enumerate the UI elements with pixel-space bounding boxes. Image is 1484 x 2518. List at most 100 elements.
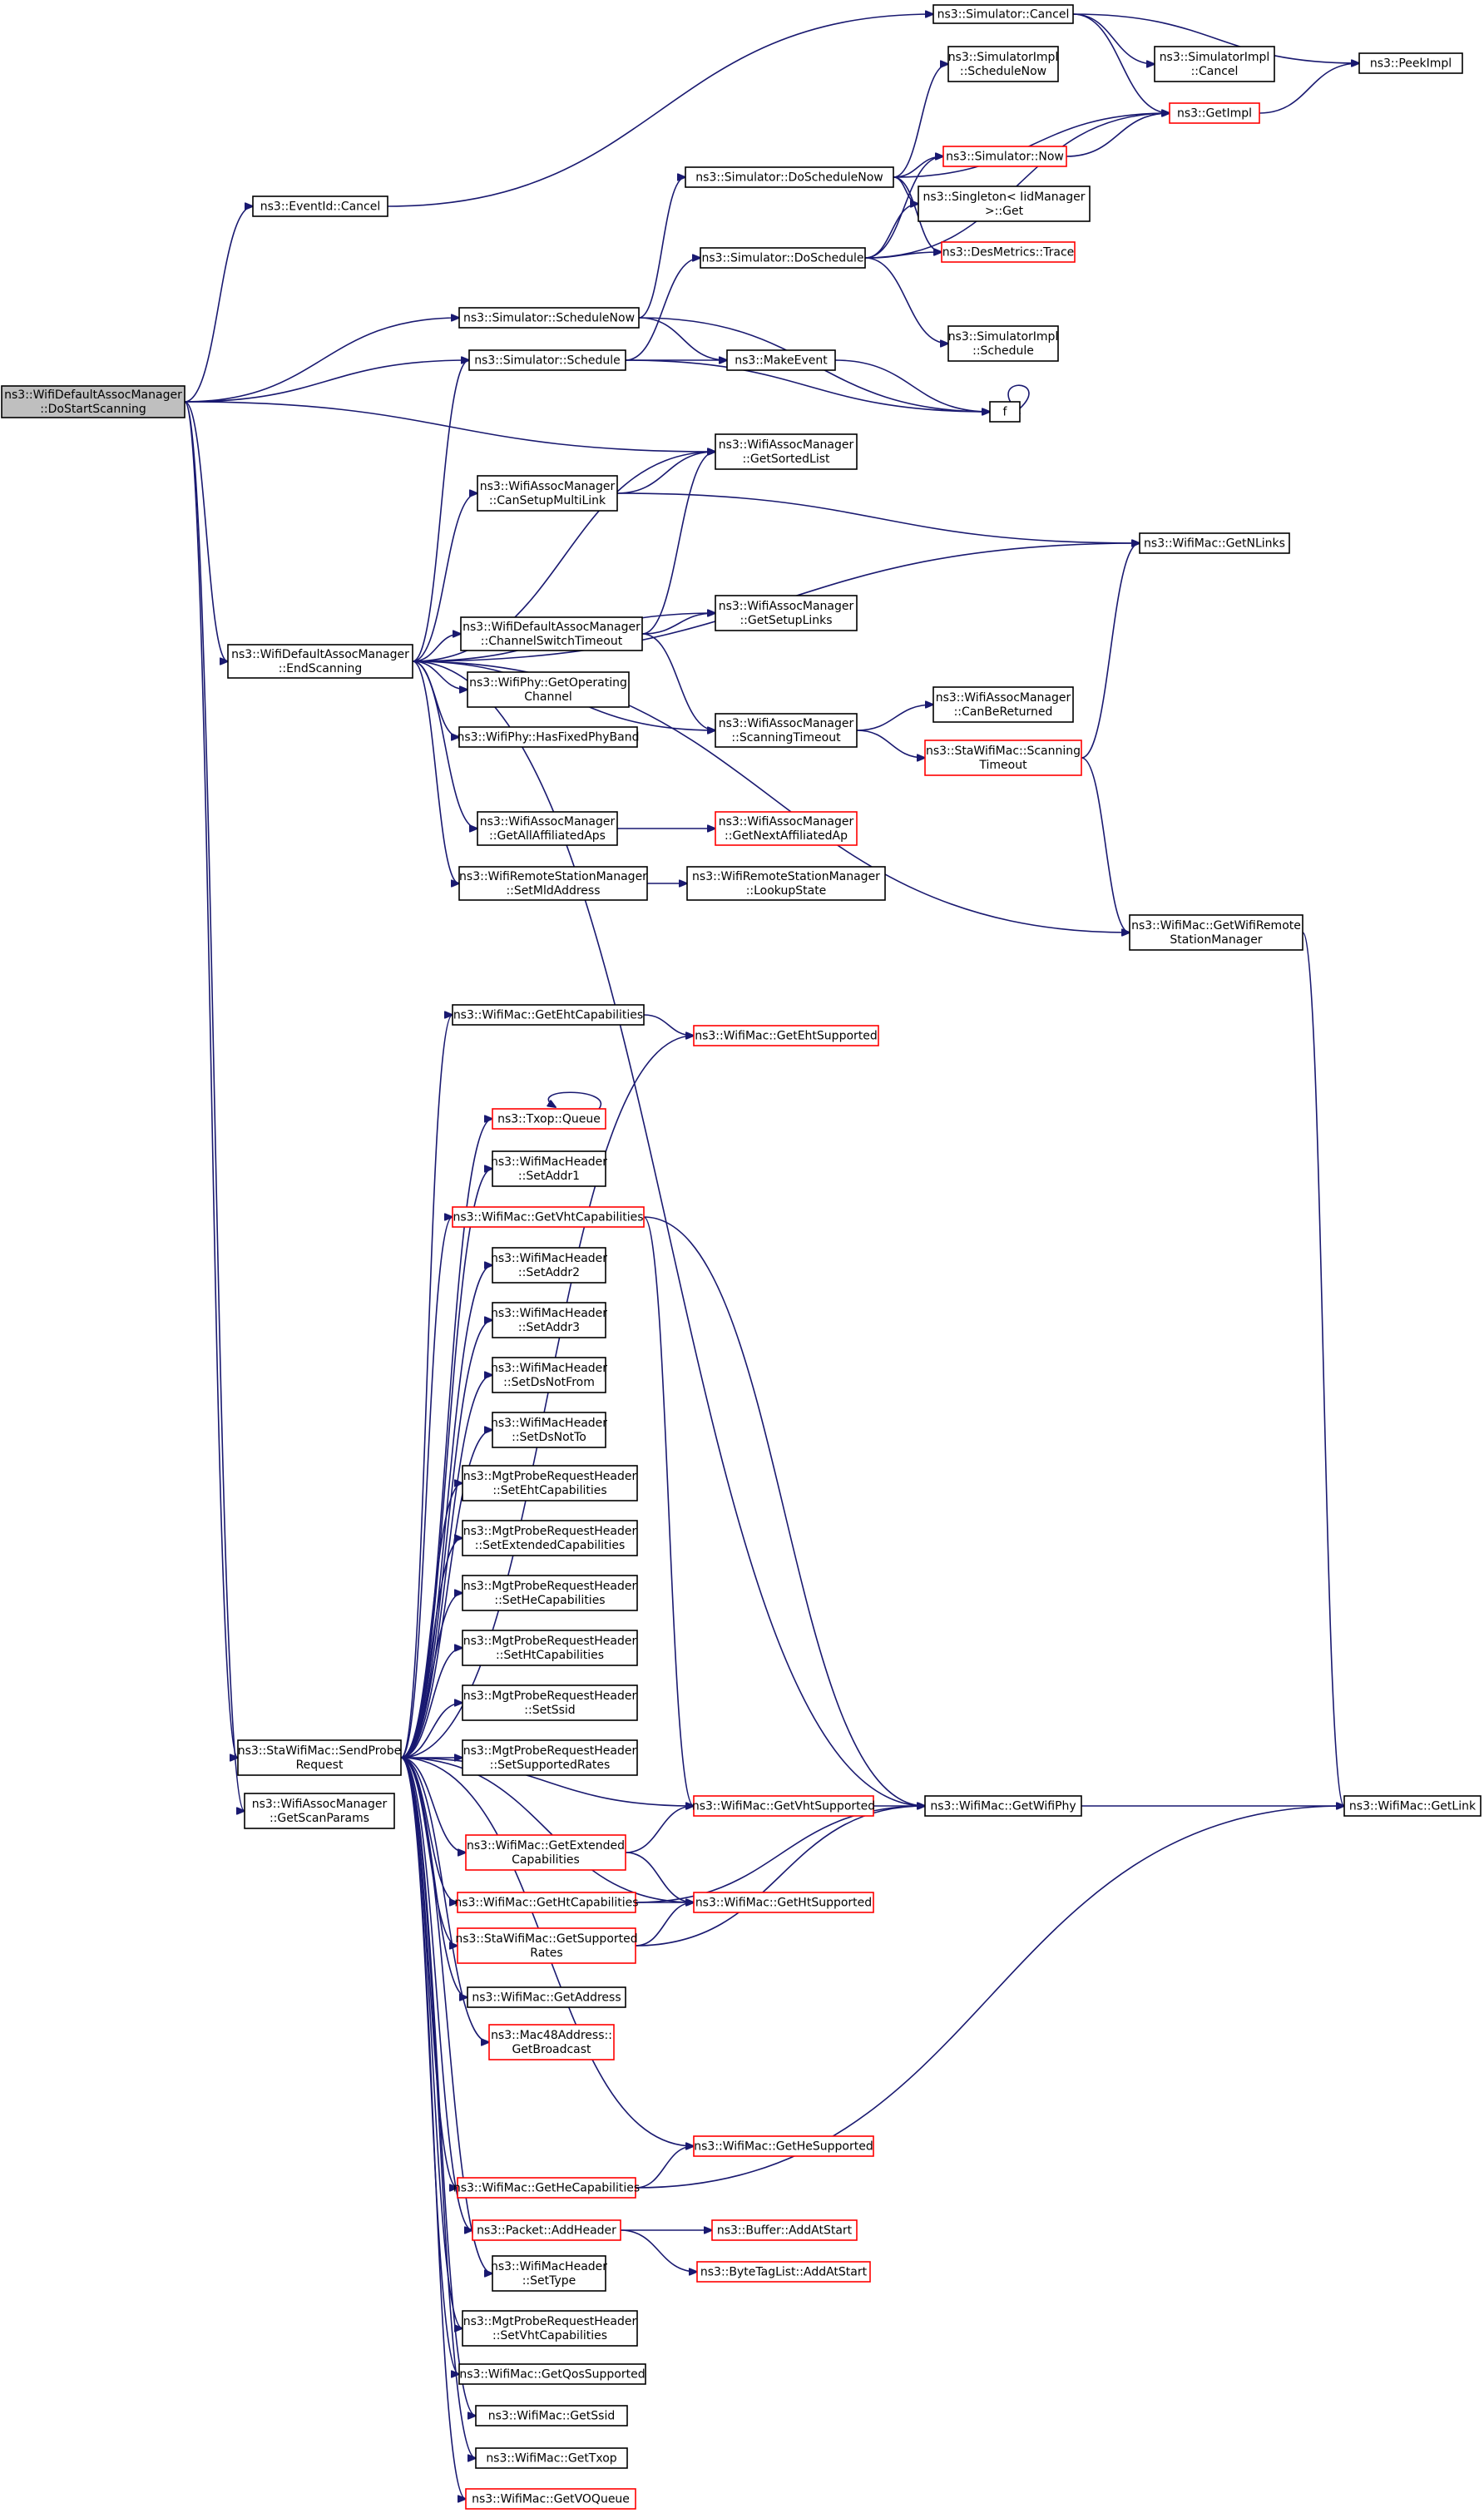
node-getlink[interactable]: ns3::WifiMac::GetLink [1343,1795,1482,1817]
node-setdsnotto[interactable]: ns3::WifiMacHeader::SetDsNotTo [491,1412,607,1448]
node-setvhtcaps[interactable]: ns3::MgtProbeRequestHeader::SetVhtCapabi… [462,2310,638,2347]
edge-sendprobe-to-getehtcap [400,1015,453,1759]
node-getssid[interactable]: ns3::WifiMac::GetSsid [475,2405,628,2426]
node-box [467,1986,626,2008]
node-box [693,2135,874,2157]
node-lookup[interactable]: ns3::WifiRemoteStationManager::LookupSta… [686,866,886,901]
node-setaddr1[interactable]: ns3::WifiMacHeader::SetAddr1 [491,1150,607,1187]
node-stascantimeout[interactable]: ns3::StaWifiMac::ScanningTimeout [924,740,1082,776]
node-setssid[interactable]: ns3::MgtProbeRequestHeader::SetSsid [462,1684,638,1721]
node-label-line: ns3::WifiAssocManager [480,815,616,829]
node-label-line: ns3::WifiAssocManager [719,717,854,730]
node-implsched[interactable]: ns3::SimulatorImpl::Schedule [947,325,1059,362]
node-peekimpl[interactable]: ns3::PeekImpl [1358,52,1463,74]
edge-chanswitch-to-setuplinks [641,613,715,635]
node-setmld[interactable]: ns3::WifiRemoteStationManager::SetMldAdd… [458,866,648,901]
node-setaddr3[interactable]: ns3::WifiMacHeader::SetAddr3 [491,1302,607,1338]
node-getimpl[interactable]: ns3::GetImpl [1169,102,1260,124]
node-chanswitch[interactable]: ns3::WifiDefaultAssocManager::ChannelSwi… [460,616,643,651]
node-label-line: ::GetSortedList [742,453,830,466]
node-scantimeout[interactable]: ns3::WifiAssocManager::ScanningTimeout [715,713,858,748]
node-label-line: ns3::WifiMac::GetHeSupported [694,2140,873,2154]
node-implcancel[interactable]: ns3::SimulatorImpl::Cancel [1154,46,1275,82]
node-label-line: ns3::WifiAssocManager [719,438,854,452]
node-canbereturned[interactable]: ns3::WifiAssocManager::CanBeReturned [932,686,1074,723]
edge-sendprobe-to-gethtsup [400,1757,694,1902]
node-schednow[interactable]: ns3::Simulator::ScheduleNow [458,307,640,329]
node-allaffiliated[interactable]: ns3::WifiAssocManager::GetAllAffiliatedA… [477,811,618,846]
node-getvhtcap[interactable]: ns3::WifiMac::GetVhtCapabilities [452,1206,645,1228]
node-nextaffiliated[interactable]: ns3::WifiAssocManager::GetNextAffiliated… [715,811,858,846]
node-getnlinks[interactable]: ns3::WifiMac::GetNLinks [1139,532,1290,554]
node-getwifiphy[interactable]: ns3::WifiMac::GetWifiPhy [924,1795,1082,1817]
node-setuplinks[interactable]: ns3::WifiAssocManager::GetSetupLinks [715,595,858,631]
node-gethesup[interactable]: ns3::WifiMac::GetHeSupported [693,2135,874,2157]
node-label-line: ns3::WifiMac::GetQosSupported [459,2368,645,2382]
node-getvoqueue[interactable]: ns3::WifiMac::GetVOQueue [465,2488,636,2510]
edge-endscan-to-setmld [412,660,459,883]
node-doschednow[interactable]: ns3::Simulator::DoScheduleNow [685,166,894,188]
node-addatstart[interactable]: ns3::Buffer::AddAtStart [711,2219,858,2241]
node-getehtcap[interactable]: ns3::WifiMac::GetEhtCapabilities [452,1004,645,1026]
node-settype[interactable]: ns3::WifiMacHeader::SetType [491,2255,607,2292]
node-box [458,866,648,901]
node-endscan[interactable]: ns3::WifiDefaultAssocManager::EndScannin… [227,644,413,679]
node-simcancel[interactable]: ns3::Simulator::Cancel [932,4,1074,24]
node-makeevent[interactable]: ns3::MakeEvent [726,349,836,371]
node-setsuprates[interactable]: ns3::MgtProbeRequestHeader::SetSupported… [462,1739,638,1776]
node-getrsm[interactable]: ns3::WifiMac::GetWifiRemoteStationManage… [1129,914,1303,951]
node-box [458,2363,646,2385]
node-box [918,186,1091,222]
edge-root-to-schednow [184,318,459,403]
node-dosched[interactable]: ns3::Simulator::DoSchedule [700,247,866,269]
node-implschednow[interactable]: ns3::SimulatorImpl::ScheduleNow [947,46,1059,82]
node-addheader[interactable]: ns3::Packet::AddHeader [472,2219,621,2241]
node-sethtcaps[interactable]: ns3::MgtProbeRequestHeader::SetHtCapabil… [462,1630,638,1666]
node-gethecap[interactable]: ns3::WifiMac::GetHeCapabilities [453,2177,640,2199]
node-bytetag[interactable]: ns3::ByteTagList::AddAtStart [696,2261,871,2283]
node-label-line: ns3::WifiPhy::HasFixedPhyBand [458,731,640,745]
node-getqos[interactable]: ns3::WifiMac::GetQosSupported [458,2363,646,2385]
node-singleton[interactable]: ns3::Singleton< IidManager>::Get [918,186,1091,222]
node-label-line: ns3::MgtProbeRequestHeader [463,1744,637,1758]
node-gethtsup[interactable]: ns3::WifiMac::GetHtSupported [693,1892,874,1913]
node-sched[interactable]: ns3::Simulator::Schedule [468,349,626,371]
edge-getsuprates-to-getwifiphy [635,1806,925,1947]
node-box [711,2219,858,2241]
node-eventcancel[interactable]: ns3::EventId::Cancel [252,195,388,217]
node-hasfixed[interactable]: ns3::WifiPhy::HasFixedPhyBand [458,726,640,748]
node-label-line: ns3::ByteTagList::AddAtStart [700,2266,868,2279]
node-gettxop[interactable]: ns3::WifiMac::GetTxop [475,2447,628,2469]
node-setdsnotfrom[interactable]: ns3::WifiMacHeader::SetDsNotFrom [491,1357,607,1393]
edge-doschednow-to-implschednow [893,64,948,178]
node-getaddress[interactable]: ns3::WifiMac::GetAddress [467,1986,626,2008]
node-setehtcaps[interactable]: ns3::MgtProbeRequestHeader::SetEhtCapabi… [462,1465,638,1501]
node-getehtsup[interactable]: ns3::WifiMac::GetEhtSupported [693,1025,879,1046]
edge-sendprobe-to-getehtsup [400,1036,694,1759]
node-simnow[interactable]: ns3::Simulator::Now [942,146,1067,167]
node-txopqueue[interactable]: ns3::Txop::Queue [492,1108,606,1130]
edge-simnow-to-getimpl [1066,113,1170,157]
node-root[interactable]: ns3::WifiDefaultAssocManager::DoStartSca… [1,385,186,418]
node-getscanparams[interactable]: ns3::WifiAssocManager::GetScanParams [244,1793,395,1829]
node-sethecaps[interactable]: ns3::MgtProbeRequestHeader::SetHeCapabil… [462,1575,638,1611]
node-gethtcap[interactable]: ns3::WifiMac::GetHtCapabilities [454,1892,639,1913]
node-getbroadcast[interactable]: ns3::Mac48Address::GetBroadcast [488,2024,615,2060]
node-box [465,2488,636,2510]
node-cansetup[interactable]: ns3::WifiAssocManager::CanSetupMultiLink [477,475,618,512]
node-setaddr2[interactable]: ns3::WifiMacHeader::SetAddr2 [491,1247,607,1284]
node-sortedlist[interactable]: ns3::WifiAssocManager::GetSortedList [715,433,858,470]
edge-cansetup-to-getnlinks [616,492,1140,543]
node-label-line: ns3::WifiRemoteStationManager [692,870,880,883]
node-getvhtsup[interactable]: ns3::WifiMac::GetVhtSupported [692,1795,875,1817]
node-setextcaps[interactable]: ns3::MgtProbeRequestHeader::SetExtendedC… [462,1520,638,1556]
edge-scantimeout-to-canbereturned [856,705,933,731]
node-f[interactable]: f [989,401,1021,423]
edges-layer [184,14,1359,2499]
node-label-line: >::Get [985,205,1024,218]
node-desmetrics[interactable]: ns3::DesMetrics::Trace [941,241,1076,263]
